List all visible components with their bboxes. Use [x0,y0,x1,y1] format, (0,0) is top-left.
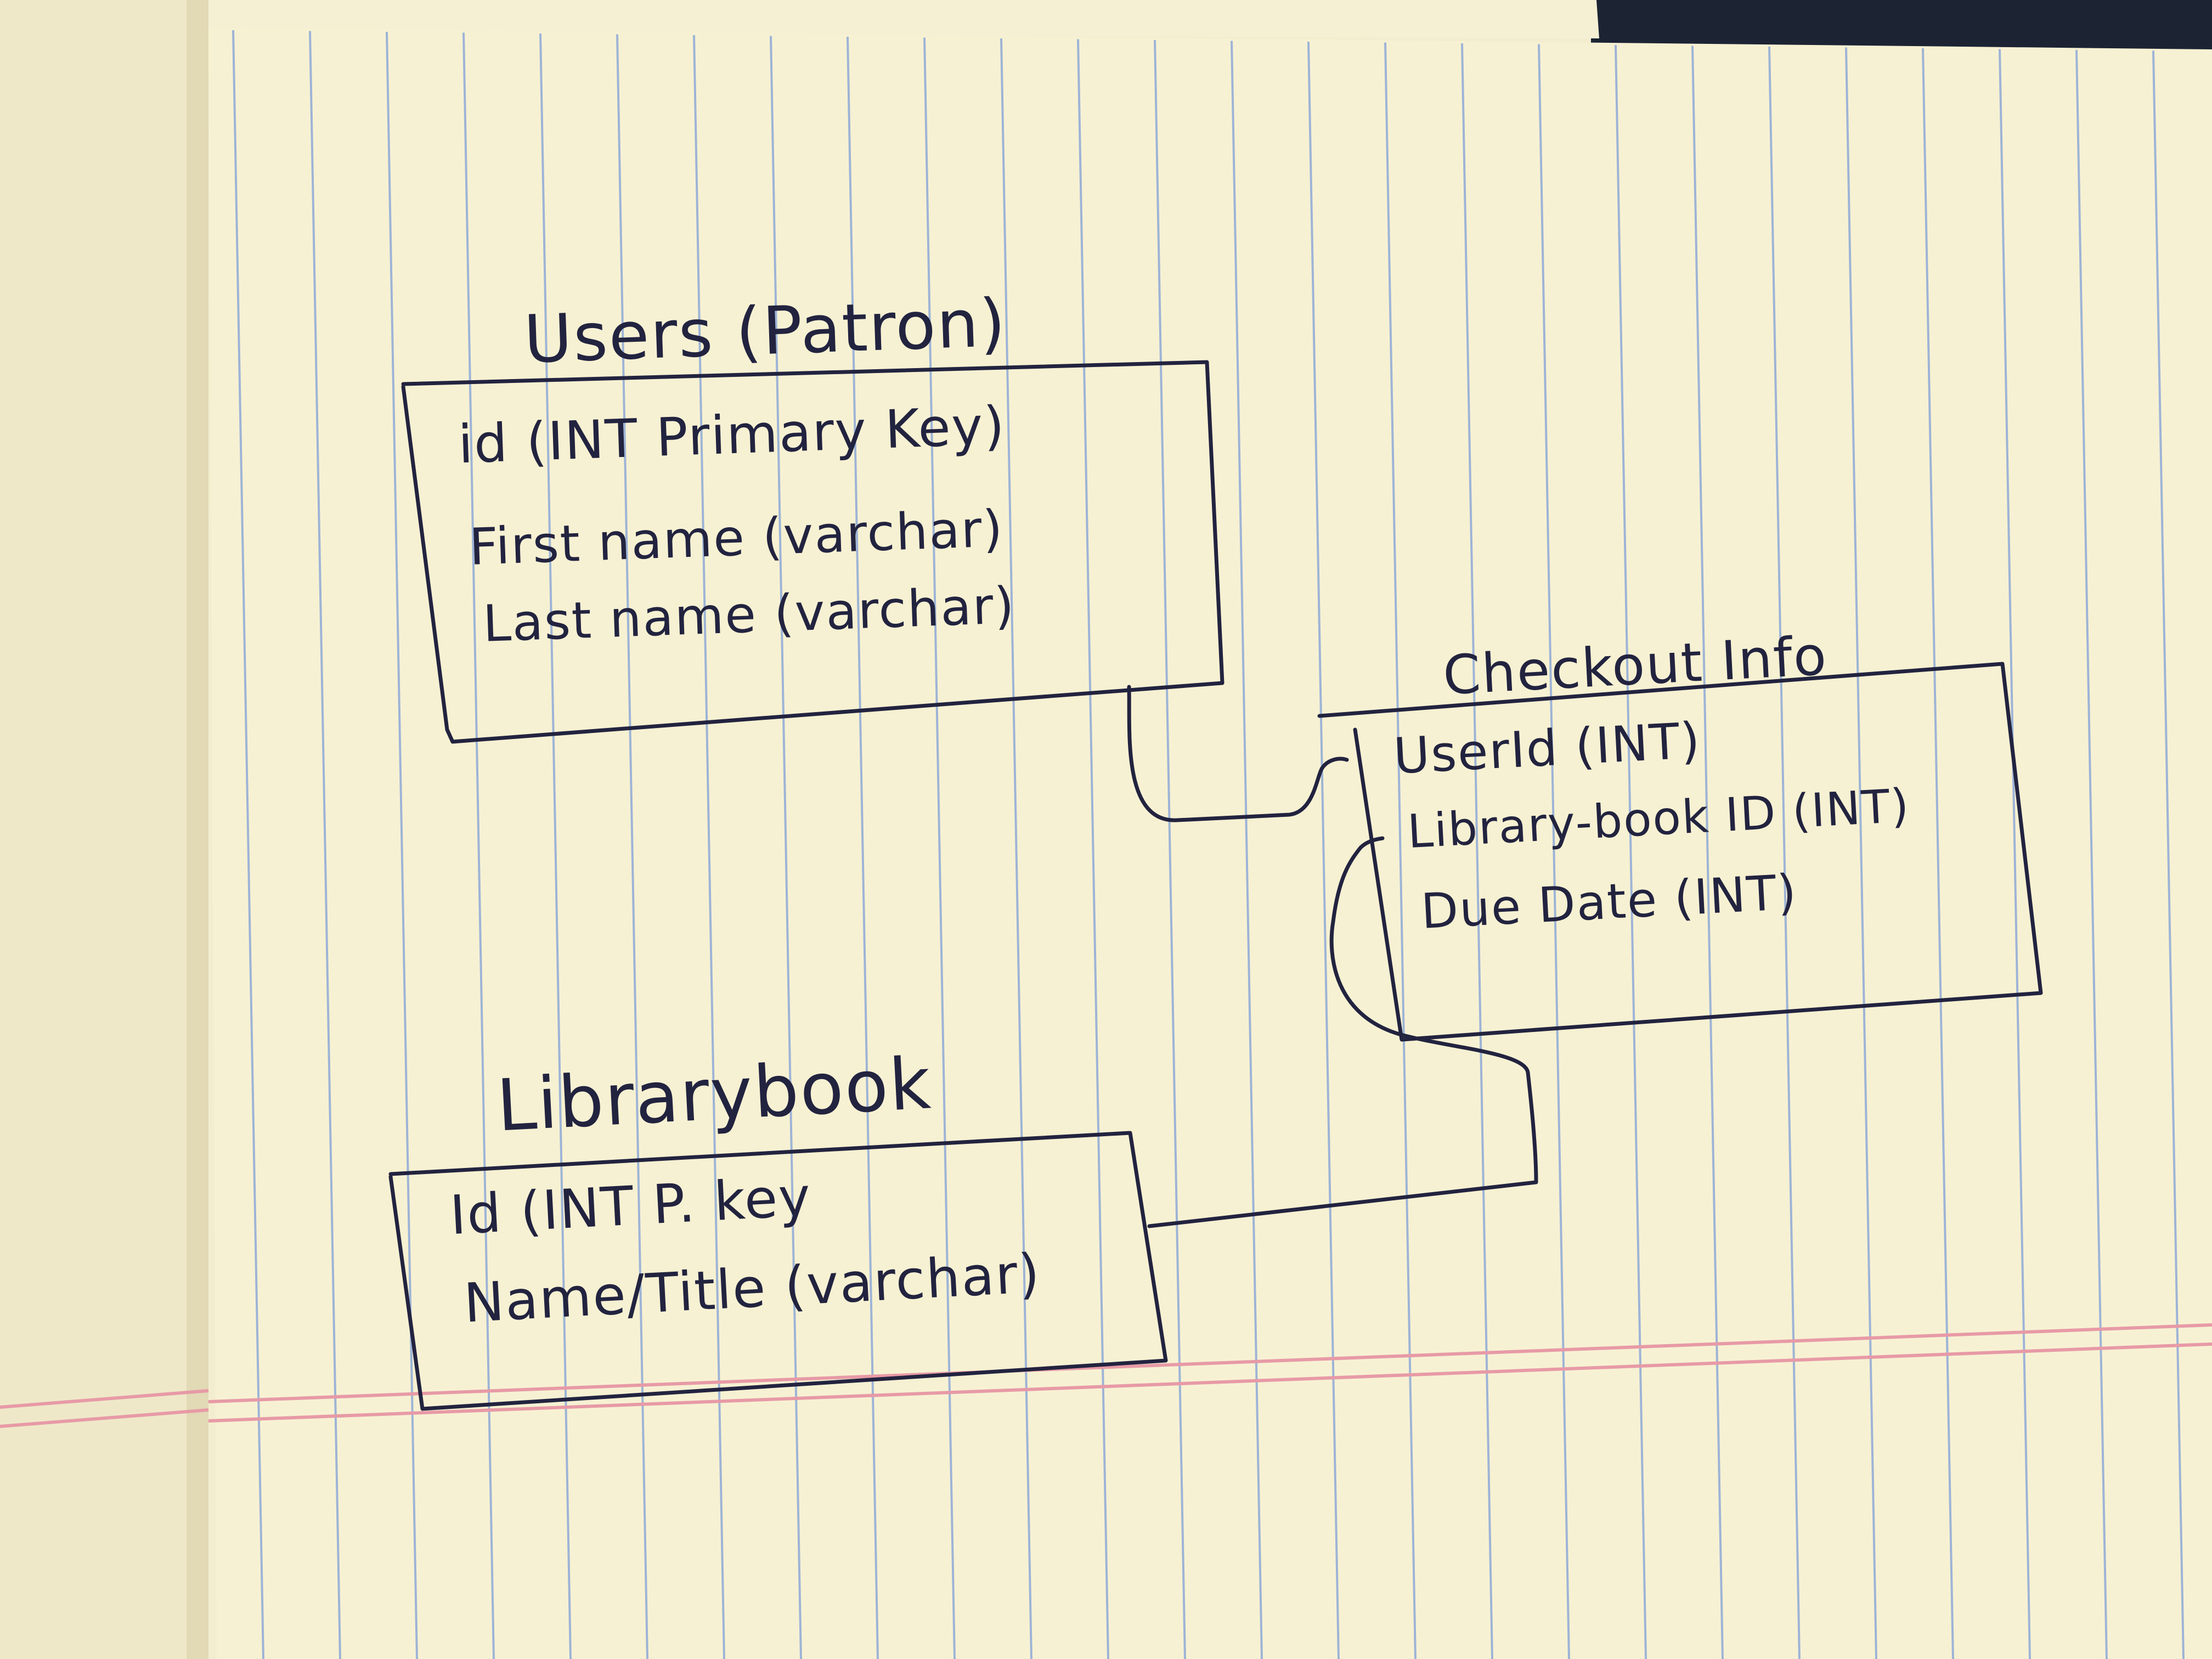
ruled-line [1154,40,1186,1659]
background-dark [1591,0,2212,49]
ruled-line [1845,47,1877,1659]
ruled-line [1615,44,1647,1659]
ruled-line [1922,48,1954,1659]
margin-lines [0,1323,2212,1428]
ruled-line [1999,49,2031,1659]
ruled-line [462,32,495,1659]
ruled-line [1384,42,1417,1659]
left-page-shadow [187,0,208,1659]
ruled-line [770,36,802,1659]
librarybook-table-box [388,1131,1168,1411]
checkout-field-userid: UserId (INT) [1392,712,1702,786]
users-checkout-connector [1127,685,1349,822]
users-table-title: Users (Patron) [522,285,1008,379]
librarybook-table-title: Librarybook [494,1041,934,1148]
left-page [0,0,208,1659]
ruled-line [1231,41,1263,1659]
diagram-ink [388,360,2043,1411]
librarybook-checkout-connector [1147,836,1538,1228]
checkout-table-box [1317,662,2043,1042]
users-table-box [401,360,1224,744]
ruled-line [1077,39,1109,1659]
ruled-line [2152,50,2185,1659]
ruled-line [1461,43,1493,1659]
ruled-line [1538,44,1570,1659]
ruled-line [847,36,879,1659]
ruled-line [1768,46,1801,1659]
main-sheet [208,27,2212,1659]
ruled-line [309,31,341,1659]
ruled-line [923,37,956,1659]
ruled-line [386,31,418,1659]
ruled-line [1307,41,1340,1659]
ruled-line [1691,46,1724,1659]
ruled-line [2075,49,2108,1659]
ruled-line [232,30,264,1659]
top-sheet-edge [203,0,1599,38]
ruled-line [616,34,648,1659]
